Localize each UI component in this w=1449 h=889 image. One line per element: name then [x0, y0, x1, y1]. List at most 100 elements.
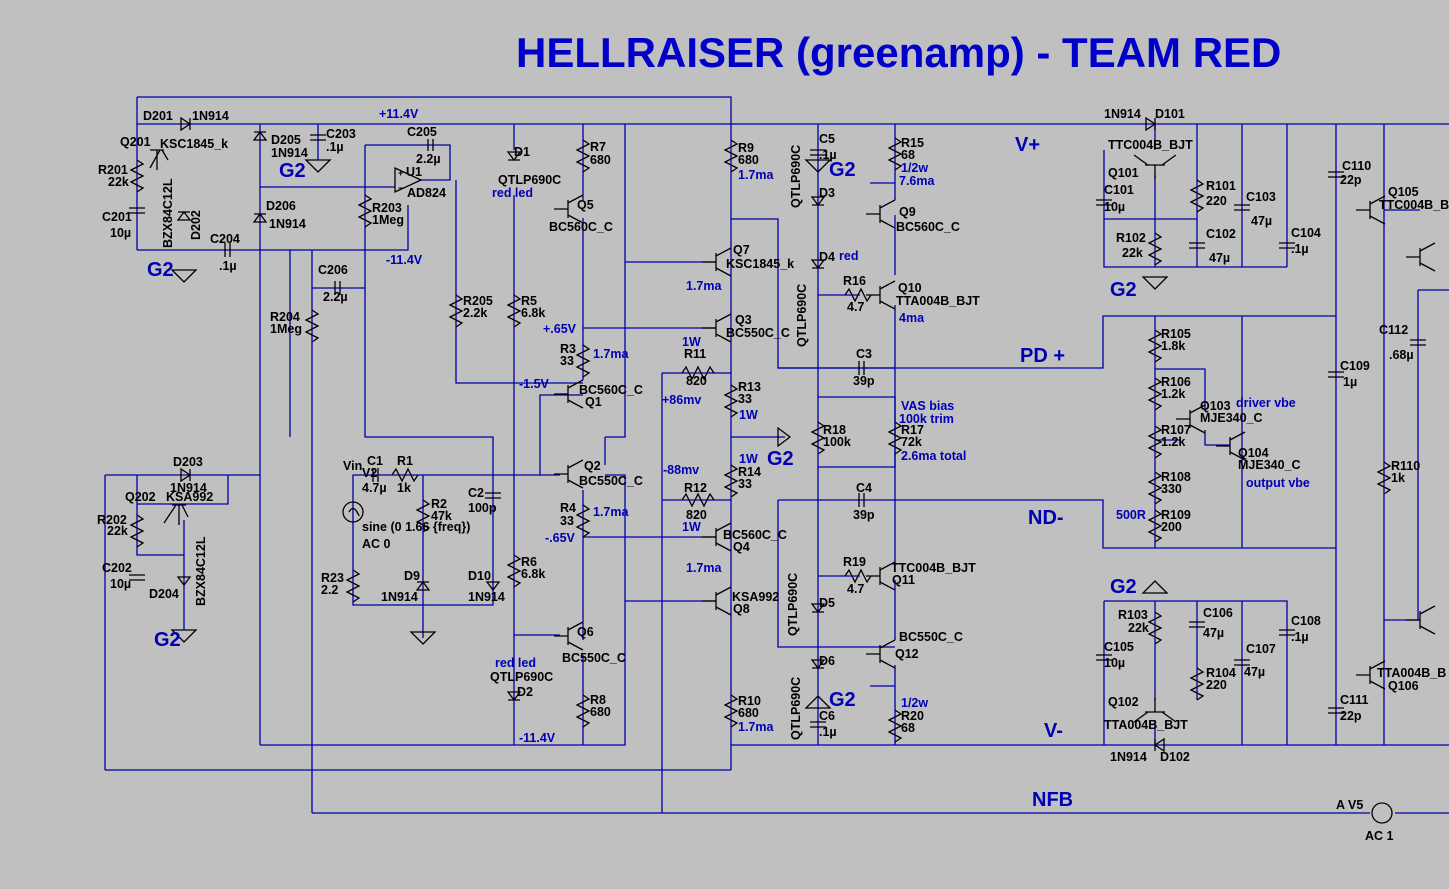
resistor-r6 — [506, 554, 522, 588]
label-R107-val: 1.2k — [1161, 435, 1185, 449]
label-R5-val: 6.8k — [521, 306, 545, 320]
label-Q4: Q4 — [733, 540, 750, 554]
resistor-r8 — [575, 694, 591, 728]
label-R106-val: 1.2k — [1161, 387, 1185, 401]
label-Q5: Q5 — [577, 198, 594, 212]
label-Q11: Q11 — [892, 573, 915, 587]
label-R15-val: 68 — [901, 148, 915, 162]
label-out-vbe: output vbe — [1246, 476, 1310, 490]
label-R14-pw: 1W — [739, 452, 758, 466]
capacitor-c101 — [1096, 199, 1112, 206]
led-d1 — [506, 151, 522, 162]
label-C201: C201 — [102, 210, 132, 224]
diode-d102 — [1153, 737, 1165, 753]
label-R4-cur: 1.7ma — [593, 505, 629, 519]
label-R17-val: 72k — [901, 435, 922, 449]
transistor-q201 — [149, 149, 169, 170]
label-D9: D9 — [404, 569, 420, 583]
net-label-g2-a: G2 — [279, 160, 306, 182]
label-R110-val: 1k — [1391, 471, 1405, 485]
label-C4: C4 — [856, 481, 872, 495]
label-Q1-part: BC560C_C — [579, 383, 643, 397]
capacitor-c2 — [485, 492, 501, 499]
label-C3-val: 39p — [853, 374, 875, 388]
label-R203-val: 1Meg — [372, 213, 404, 227]
resistor-r101 — [1189, 179, 1205, 213]
label-Q6-part: BC550C_C — [562, 651, 626, 665]
resistor-r102 — [1147, 232, 1163, 266]
label-D3: D3 — [819, 186, 835, 200]
label-C108-val: .1µ — [1291, 630, 1309, 644]
label-R14: R14 — [738, 465, 761, 479]
capacitor-c112 — [1410, 339, 1426, 346]
label-D5: D5 — [819, 596, 835, 610]
label-R20-val: 68 — [901, 721, 915, 735]
diode-d101 — [1145, 116, 1157, 132]
voltage-source-v2 — [342, 501, 364, 523]
label-D6: D6 — [819, 654, 835, 668]
diode-d205 — [252, 130, 268, 141]
ground-symbol-8 — [804, 695, 832, 709]
label-Q104-part: MJE340_C — [1238, 458, 1301, 472]
label-vas2: 100k trim — [899, 412, 954, 426]
label-vas-total: 2.6ma total — [901, 449, 966, 463]
label-R16-val: 4.7 — [847, 300, 864, 314]
label-U1: U1 — [406, 165, 422, 179]
label-Q3-part: BC550C_C — [726, 326, 790, 340]
resistor-r23 — [345, 569, 361, 603]
label-C202-val: 10µ — [110, 577, 131, 591]
label-R23: R23 — [321, 571, 344, 585]
resistor-r204 — [304, 309, 320, 343]
resistor-r4 — [575, 504, 591, 538]
resistor-r15 — [887, 137, 903, 171]
label-Q105-part: TTC004B_B — [1379, 198, 1449, 212]
label-R108-val: 330 — [1161, 482, 1182, 496]
label-trim500: 500R — [1116, 508, 1146, 522]
label-R4: R4 — [560, 501, 576, 515]
label-D201-part: 1N914 — [192, 109, 229, 123]
label-C112-val: .68µ — [1389, 348, 1414, 362]
transistor-q102 — [1133, 698, 1177, 723]
label-D10-part: 1N914 — [468, 590, 505, 604]
label-v88: -88mv — [663, 463, 699, 477]
label-C105-val: 10µ — [1104, 656, 1125, 670]
resistor-r13 — [723, 384, 739, 418]
label-C110: C110 — [1342, 159, 1371, 173]
label-R20: R20 — [901, 709, 924, 723]
label-R203: R203 — [372, 201, 402, 215]
label-R12-val: 820 — [686, 508, 707, 522]
label-D2-part: QTLP690C — [490, 670, 553, 684]
label-Z201: BZX84C12L — [161, 178, 175, 248]
label-R201: R201 — [98, 163, 128, 177]
label-Q12: Q12 — [895, 647, 919, 661]
label-R8-val: 680 — [590, 705, 611, 719]
label-C105: C105 — [1104, 640, 1134, 654]
label-V2: V2 — [362, 466, 377, 480]
capacitor-c201 — [129, 207, 145, 214]
label-C111: C111 — [1340, 693, 1369, 707]
label-R204: R204 — [270, 310, 300, 324]
transistor-q9 — [866, 199, 896, 229]
label-Q102: Q102 — [1108, 695, 1139, 709]
label-R106: R106 — [1161, 375, 1191, 389]
label-R13-pw: 1W — [739, 408, 758, 422]
schematic-title: HELLRAISER (greenamp) - TEAM RED — [516, 29, 1281, 76]
label-D4-note: red — [839, 249, 858, 263]
label-Q104: Q104 — [1238, 446, 1269, 460]
label-R8: R8 — [590, 693, 606, 707]
label-R13-val: 33 — [738, 392, 752, 406]
label-Q201-part: KSC1845_k — [160, 137, 228, 151]
label-C2: C2 — [468, 486, 484, 500]
label-R19: R19 — [843, 555, 866, 569]
label-R6: R6 — [521, 555, 537, 569]
label-C3: C3 — [856, 347, 872, 361]
transistor-q105 — [1356, 195, 1386, 225]
label-C205-val: 2.2µ — [416, 152, 441, 166]
label-D2-note: red led — [495, 656, 536, 670]
label-Vin: Vin — [343, 459, 362, 473]
net-label-g2-f: G2 — [829, 689, 856, 711]
resistor-r205 — [448, 294, 464, 328]
label-D201: D201 — [143, 109, 173, 123]
label-R110: R110 — [1391, 459, 1420, 473]
